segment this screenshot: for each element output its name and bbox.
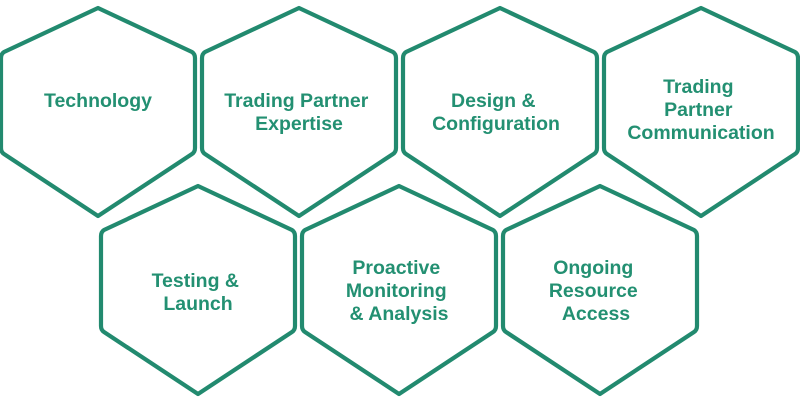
hexagon-label-line: Monitoring <box>346 280 447 302</box>
hexagon-label-line: Communication <box>627 122 774 144</box>
hexagon-label-line: & Analysis <box>350 303 449 325</box>
hexagon-shape <box>400 5 600 219</box>
hexagon-label: Ongoing Resource Access <box>549 257 643 325</box>
hexagon-label-line: Ongoing <box>553 257 633 279</box>
hexagon-label-line: Configuration <box>432 113 560 135</box>
hexagon-shape <box>199 5 399 219</box>
hexagon-ongoing-resource-access: Ongoing Resource Access <box>500 183 700 397</box>
hexagon-label-line: Trading <box>663 76 733 98</box>
hexagon-label-line: Testing & <box>152 270 239 292</box>
hexagon-proactive-monitoring-analysis: Proactive Monitoring & Analysis <box>299 183 499 397</box>
hexagon-shape <box>0 5 198 219</box>
hexagon-label-line: Technology <box>44 90 152 112</box>
hexagon-label: Testing & Launch <box>152 270 245 315</box>
hexagon-label-line: Trading Partner <box>224 90 369 112</box>
hexagon-shape <box>299 183 499 397</box>
hexagon-label-line: Access <box>562 303 630 325</box>
hexagon-label: Trading Partner Communication <box>627 76 774 144</box>
hexagon-label-line: Launch <box>163 293 232 315</box>
hexagon-design-configuration: Design & Configuration <box>400 5 600 219</box>
hexagon-label: Trading Partner Expertise <box>224 90 374 135</box>
hexagon-label-line: Proactive <box>352 257 440 279</box>
hexagon-shape <box>500 183 700 397</box>
hexagon-testing-launch: Testing & Launch <box>98 183 298 397</box>
hexagon-label: Proactive Monitoring & Analysis <box>346 257 452 325</box>
hexagon-shape <box>601 5 800 219</box>
hexagon-label-line: Design & <box>451 90 536 112</box>
hexagon-label-line: Expertise <box>255 113 343 135</box>
hexagon-trading-partner-expertise: Trading Partner Expertise <box>199 5 399 219</box>
hexagon-label: Design & Configuration <box>432 90 560 135</box>
hexagon-technology: Technology <box>0 5 198 219</box>
hexagon-label-line: Partner <box>664 99 733 121</box>
hexagon-trading-partner-communication: Trading Partner Communication <box>601 5 800 219</box>
hexagon-shape <box>98 183 298 397</box>
hexagon-label: Technology <box>44 90 152 112</box>
hexagon-label-line: Resource <box>549 280 638 302</box>
